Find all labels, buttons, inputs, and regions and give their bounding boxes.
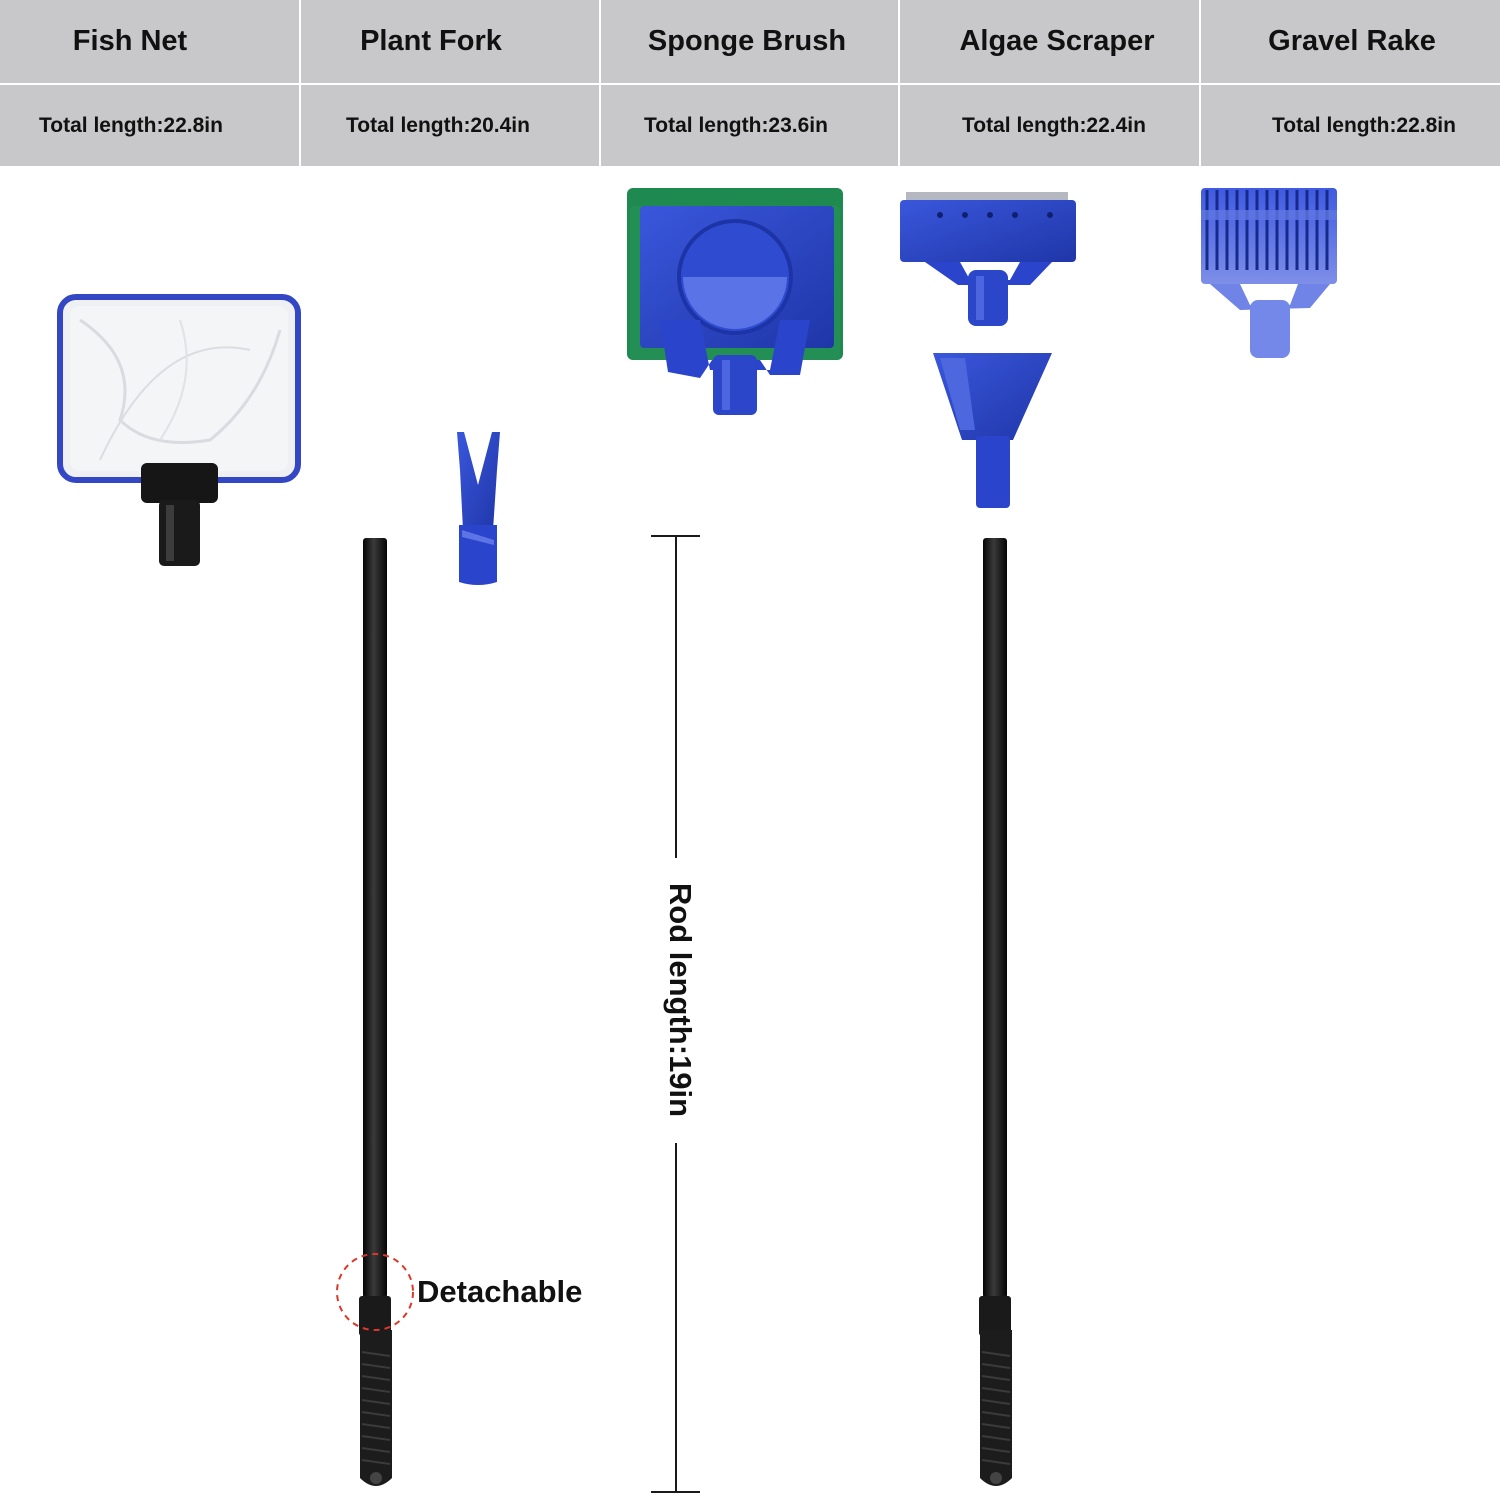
scraper-adapter-icon	[933, 353, 1052, 508]
table-column-divider	[299, 0, 301, 166]
tool-length-fish-net: Total length:22.8in	[39, 113, 223, 137]
tool-name-fish-net: Fish Net	[72, 25, 188, 57]
tool-length-plant-fork: Total length:20.4in	[346, 113, 530, 137]
table-column-divider	[898, 0, 900, 166]
gravel-rake-icon	[1201, 188, 1337, 358]
tool-length-algae-scraper: Total length:22.4in	[962, 113, 1146, 137]
tool-length-sponge-brush: Total length:23.6in	[644, 113, 828, 137]
plant-fork-icon	[457, 432, 500, 585]
right-rod-icon	[979, 538, 1012, 1486]
table-row-divider	[0, 83, 1500, 85]
rod-length-dimension-line	[651, 535, 700, 1493]
rod-length-label: Rod length:19in	[663, 882, 698, 1118]
detachable-marker-icon	[336, 1253, 414, 1331]
tool-name-sponge-brush: Sponge Brush	[647, 25, 847, 57]
tool-length-gravel-rake: Total length:22.8in	[1272, 113, 1456, 137]
fish-net-icon	[57, 294, 301, 566]
spec-table: Fish Net Plant Fork Sponge Brush Algae S…	[0, 0, 1500, 166]
table-column-divider	[599, 0, 601, 166]
table-column-divider	[1199, 0, 1201, 166]
detachable-label: Detachable	[417, 1274, 583, 1309]
sponge-brush-icon	[627, 188, 843, 415]
algae-scraper-icon	[900, 192, 1076, 326]
tool-name-plant-fork: Plant Fork	[360, 25, 502, 57]
tool-name-algae-scraper: Algae Scraper	[959, 25, 1155, 57]
left-rod-icon	[359, 538, 392, 1486]
tool-name-gravel-rake: Gravel Rake	[1268, 25, 1436, 57]
